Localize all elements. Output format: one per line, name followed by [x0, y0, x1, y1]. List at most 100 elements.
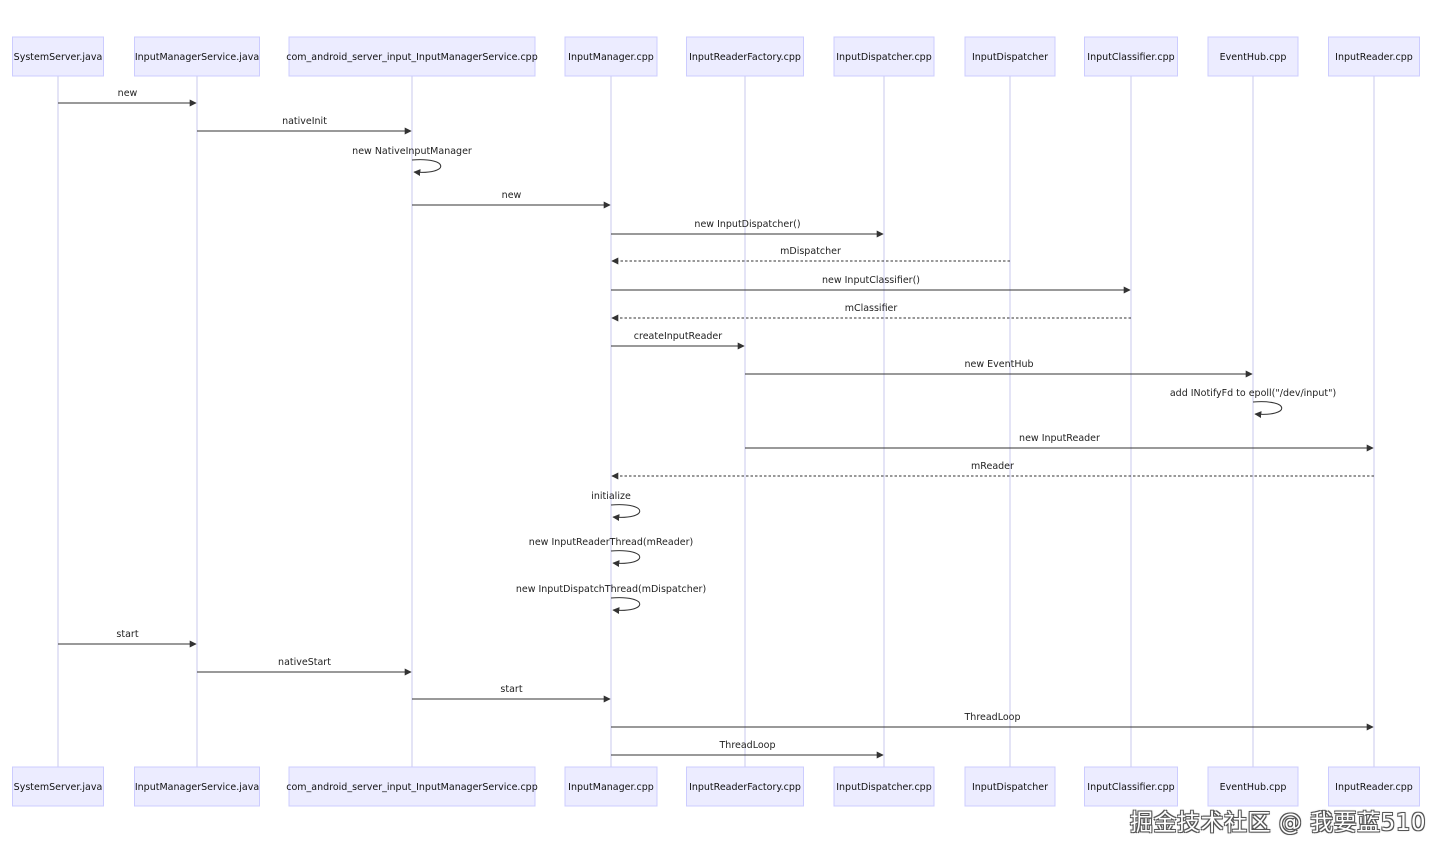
actor-label: InputDispatcher.cpp [836, 782, 932, 793]
actor-box [1328, 766, 1420, 807]
actor-label: EventHub.cpp [1220, 52, 1287, 63]
actor-box [564, 36, 658, 77]
message-label: ThreadLoop [964, 712, 1021, 723]
actor-box [1207, 766, 1299, 807]
message-label: new InputReader [1019, 433, 1100, 444]
actor-jni-top: com_android_server_input_InputManagerSer… [286, 36, 538, 77]
actor-box [686, 36, 804, 77]
message-label: nativeStart [278, 657, 331, 668]
message-arrow [610, 597, 641, 615]
message-1: new [58, 88, 197, 107]
actor-jni-bottom: com_android_server_input_InputManagerSer… [286, 766, 538, 807]
actor-box [1207, 36, 1299, 77]
message-15: new InputReaderThread(mReader) [529, 537, 693, 568]
actor-box [12, 36, 104, 77]
message-8: mClassifier [611, 303, 1131, 322]
actor-ic-top: InputClassifier.cpp [1084, 36, 1178, 77]
actor-irf-bottom: InputReaderFactory.cpp [686, 766, 804, 807]
actor-label: InputDispatcher [972, 52, 1048, 63]
message-label: new InputClassifier() [822, 275, 920, 286]
actor-box [1084, 766, 1178, 807]
message-arrow [411, 159, 442, 177]
message-label: initialize [591, 491, 631, 502]
message-label: ThreadLoop [719, 740, 776, 751]
message-label: new InputReaderThread(mReader) [529, 537, 693, 548]
message-9: createInputReader [611, 331, 745, 350]
actor-ir-bottom: InputReader.cpp [1328, 766, 1420, 807]
actor-label: InputClassifier.cpp [1087, 52, 1174, 63]
message-label: new InputDispatcher() [694, 219, 800, 230]
message-label: mDispatcher [780, 246, 841, 257]
actor-eh-bottom: EventHub.cpp [1207, 766, 1299, 807]
actor-box [964, 36, 1056, 77]
message-19: start [412, 684, 611, 703]
actor-label: InputManager.cpp [568, 782, 654, 793]
actor-box [134, 36, 260, 77]
message-20: ThreadLoop [611, 712, 1374, 731]
actor-eh-top: EventHub.cpp [1207, 36, 1299, 77]
actor-box [288, 766, 536, 807]
message-arrow [1252, 401, 1283, 419]
actor-label: com_android_server_input_InputManagerSer… [286, 52, 538, 63]
message-label: start [116, 629, 138, 640]
message-label: new [118, 88, 138, 99]
message-label: new [502, 190, 522, 201]
message-16: new InputDispatchThread(mDispatcher) [516, 584, 706, 615]
message-arrow [610, 504, 641, 522]
actor-label: InputClassifier.cpp [1087, 782, 1174, 793]
actor-box [1084, 36, 1178, 77]
message-4: new [412, 190, 611, 209]
message-label: new NativeInputManager [352, 146, 472, 157]
actor-label: SystemServer.java [14, 52, 103, 63]
actor-box [134, 766, 260, 807]
message-label: add INotifyFd to epoll("/dev/input") [1170, 388, 1336, 399]
actor-label: InputManager.cpp [568, 52, 654, 63]
actor-ims-bottom: InputManagerService.java [134, 766, 260, 807]
actor-label: InputManagerService.java [135, 782, 259, 793]
message-label: mClassifier [845, 303, 898, 314]
actor-box [564, 766, 658, 807]
message-label: new EventHub [964, 359, 1033, 370]
actor-label: EventHub.cpp [1220, 782, 1287, 793]
actor-box [964, 766, 1056, 807]
message-label: nativeInit [282, 116, 327, 127]
actor-ss-bottom: SystemServer.java [12, 766, 104, 807]
message-10: new EventHub [745, 359, 1253, 378]
message-14: initialize [591, 491, 641, 522]
actor-label: com_android_server_input_InputManagerSer… [286, 782, 538, 793]
message-17: start [58, 629, 197, 648]
actor-label: InputDispatcher.cpp [836, 52, 932, 63]
actor-box [1328, 36, 1420, 77]
message-6: mDispatcher [611, 246, 1010, 265]
actor-ss-top: SystemServer.java [12, 36, 104, 77]
actor-idc-top: InputDispatcher.cpp [833, 36, 935, 77]
message-arrow [610, 550, 641, 568]
actor-label: InputManagerService.java [135, 52, 259, 63]
actor-im-top: InputManager.cpp [564, 36, 658, 77]
actor-box [686, 766, 804, 807]
actor-label: SystemServer.java [14, 782, 103, 793]
message-label: createInputReader [634, 331, 722, 342]
watermark: 掘金技术社区 @ 我要蓝510 [1129, 810, 1426, 836]
message-3: new NativeInputManager [352, 146, 472, 177]
actor-box [12, 766, 104, 807]
actor-box [833, 766, 935, 807]
actor-irf-top: InputReaderFactory.cpp [686, 36, 804, 77]
actor-label: InputReaderFactory.cpp [689, 52, 801, 63]
message-18: nativeStart [197, 657, 412, 676]
message-label: start [500, 684, 522, 695]
message-13: mReader [611, 461, 1374, 480]
message-2: nativeInit [197, 116, 412, 135]
actor-ir-top: InputReader.cpp [1328, 36, 1420, 77]
message-11: add INotifyFd to epoll("/dev/input") [1170, 388, 1336, 419]
actor-label: InputReaderFactory.cpp [689, 782, 801, 793]
actor-ic-bottom: InputClassifier.cpp [1084, 766, 1178, 807]
message-5: new InputDispatcher() [611, 219, 884, 238]
message-12: new InputReader [745, 433, 1374, 452]
message-21: ThreadLoop [611, 740, 884, 759]
actor-label: InputReader.cpp [1335, 782, 1413, 793]
actor-label: InputReader.cpp [1335, 52, 1413, 63]
actor-ims-top: InputManagerService.java [134, 36, 260, 77]
actor-box [288, 36, 536, 77]
